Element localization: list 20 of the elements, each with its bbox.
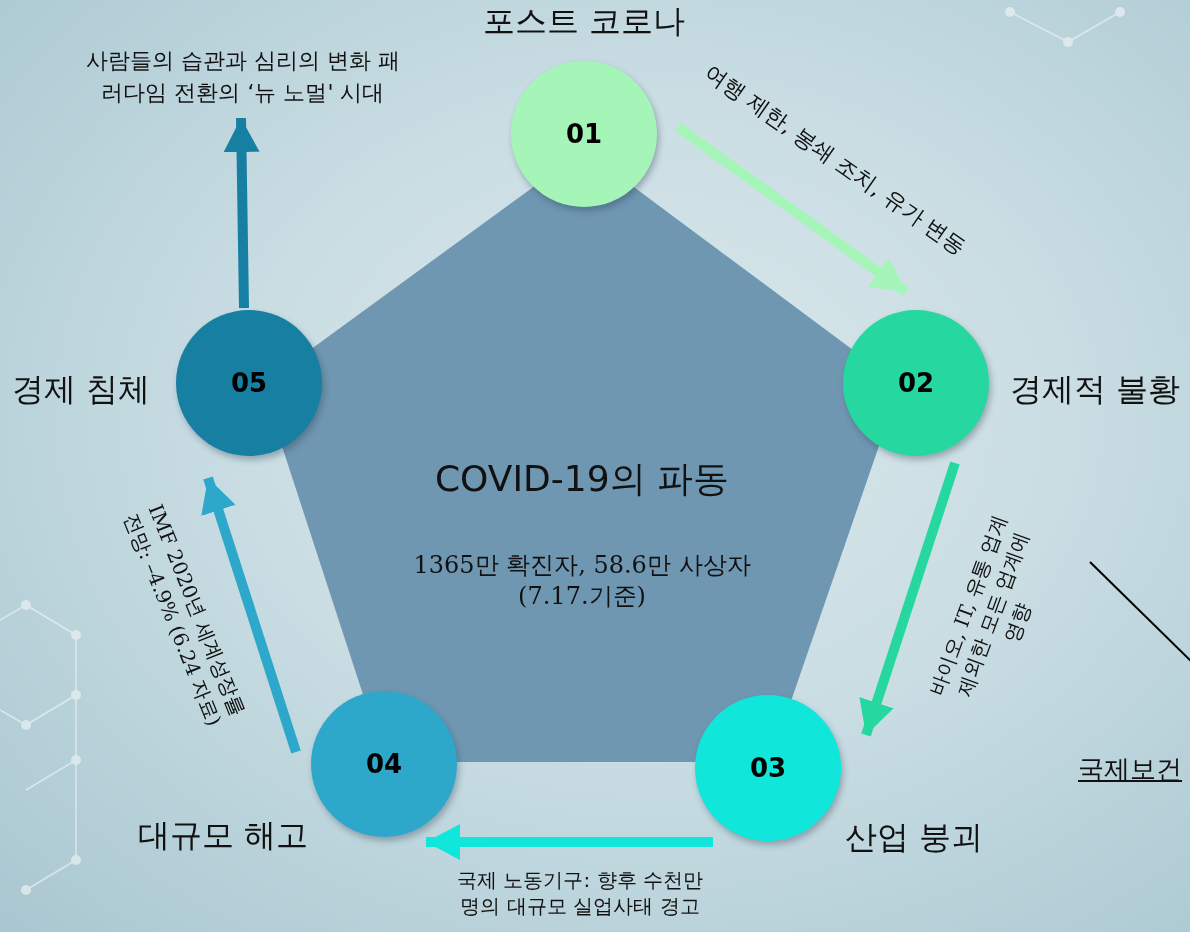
center-title: COVID-19의 파동 [433, 457, 730, 501]
step-number: 04 [365, 749, 403, 779]
step-number: 03 [749, 753, 787, 783]
arrow [675, 122, 909, 297]
step-label: 산업 붕괴 [845, 817, 984, 858]
step-label: 대규모 해고 [137, 815, 308, 856]
arrow [859, 461, 960, 737]
step-label: 경제 침체 [11, 369, 150, 410]
step-label: 포스트 코로나 [481, 1, 687, 42]
step-number: 02 [897, 368, 935, 398]
link-text: 국제보건 [1078, 753, 1182, 786]
arrow [223, 117, 260, 309]
edge-label: 국제 노동기구: 향후 수천만 명의 대규모 실업사태 경고 [456, 867, 704, 919]
note-text: 사람들의 습관과 심리의 변화 패러다임 전환의 ‘뉴 노멀' 시대 [83, 45, 403, 109]
step-number: 05 [230, 368, 268, 398]
statistics-text: 1365만 확진자, 58.6만 사상자 (7.17.기준) [412, 550, 752, 613]
step-number: 01 [565, 119, 603, 149]
arrow [426, 824, 713, 860]
arrow [201, 476, 301, 754]
step-label: 경제적 불황 [1010, 369, 1181, 410]
